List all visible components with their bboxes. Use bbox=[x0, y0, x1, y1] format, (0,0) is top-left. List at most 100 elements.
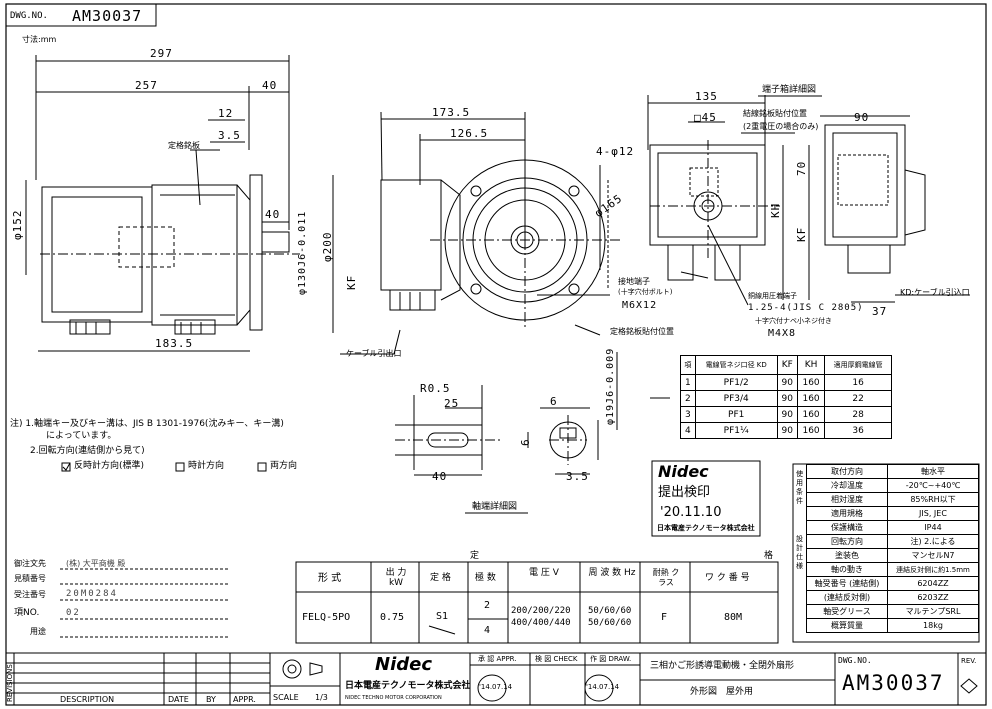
cable-outlet-label: ケーブル引出口 bbox=[346, 349, 402, 358]
tb-appr: APPR. bbox=[233, 695, 256, 704]
tb-title-main: 三相かご形誘導電動機・全閉外扇形 bbox=[650, 661, 795, 671]
order-item-value: 02 bbox=[66, 608, 81, 618]
dim-6b: 6 bbox=[519, 438, 532, 446]
tb-checked: 検 図 CHECK bbox=[535, 655, 578, 663]
spec-h-output: 出 力 kW bbox=[385, 568, 407, 588]
ground-terminal-label: 接地端子 bbox=[618, 277, 650, 286]
dwg-number-top: AM30037 bbox=[72, 7, 143, 25]
kd-cell: 28 bbox=[824, 406, 892, 423]
spec-rating-header: 定 格 bbox=[470, 551, 814, 561]
kd-cell: 3 bbox=[680, 406, 696, 423]
kd-cell: 160 bbox=[796, 422, 826, 439]
dim-152: φ152 bbox=[11, 209, 24, 241]
kd-cell: 2 bbox=[680, 390, 696, 407]
order-item-label: 項NO. bbox=[14, 608, 40, 618]
wiring-plate-pos-label: 結線銘板貼付位置 bbox=[743, 109, 807, 118]
kd-h2: KF bbox=[776, 355, 798, 375]
spec-model: FELQ-5PO bbox=[302, 612, 351, 623]
crimp-terminal-label: 銅線用圧着端子 bbox=[748, 292, 797, 300]
spec-output: 0.75 bbox=[380, 612, 405, 623]
spec-h-insulation: 耐熱 クラス bbox=[652, 568, 680, 587]
dim-257: 257 bbox=[135, 79, 158, 92]
cond-val: 連結反対側に約1.5mm bbox=[887, 562, 979, 577]
cond-key: 軸受番号 (連結側) bbox=[806, 576, 888, 591]
tb-dwg-number: AM30037 bbox=[842, 671, 945, 695]
spec-h-rating: 定 格 bbox=[430, 573, 451, 583]
order-customer-label: 御注文先 bbox=[14, 559, 46, 568]
kd-note: KD:ケーブル引込口 bbox=[900, 288, 970, 297]
tb-scale-label: SCALE bbox=[273, 693, 299, 702]
dim-4-12: 4-φ12 bbox=[596, 145, 635, 158]
dim-45: □45 bbox=[694, 111, 717, 124]
dim-19j6: φ19J6-0.009 bbox=[605, 347, 616, 425]
spec-freq-b: 50/60/60 bbox=[588, 618, 632, 628]
unit-note: 寸法:mm bbox=[22, 35, 57, 44]
spec-volt-a: 200/200/220 bbox=[511, 606, 571, 616]
dim-200: φ200 bbox=[321, 231, 334, 263]
kd-cell: 4 bbox=[680, 422, 696, 439]
dim-3-5b: 3.5 bbox=[566, 470, 589, 483]
cond-val: 18kg bbox=[887, 618, 979, 633]
tb-by: BY bbox=[206, 695, 216, 704]
dim-297: 297 bbox=[150, 47, 173, 60]
terminal-box-view bbox=[647, 95, 970, 306]
note-1b: によっています。 bbox=[46, 431, 117, 441]
rotation-opt-both: 両方向 bbox=[270, 461, 298, 471]
tb-drawn: 作 図 DRAW. bbox=[590, 655, 632, 663]
cond-key: 相対湿度 bbox=[806, 492, 888, 507]
dim-135: 135 bbox=[695, 90, 718, 103]
rating-plate-label: 定格銘板 bbox=[168, 141, 200, 150]
order-number-value: 20M0284 bbox=[66, 589, 118, 599]
shaft-end-view bbox=[395, 352, 670, 476]
tb-approved-date: '14.07.14 bbox=[479, 683, 513, 691]
tb-title-sub: 外形図 屋外用 bbox=[690, 687, 754, 697]
stamp-brand: Nidec bbox=[658, 462, 709, 481]
jis-c2805-label: 1.25-4(JIS C 2805) bbox=[748, 303, 864, 313]
spec-h-voltage: 電 圧 V bbox=[529, 568, 559, 578]
order-customer-value: (株) 大平商機 殿 bbox=[66, 559, 126, 568]
kd-cell: 90 bbox=[776, 422, 798, 439]
tb-brand-logo: Nidec bbox=[375, 654, 432, 675]
cond-val: 6203ZZ bbox=[887, 590, 979, 605]
kd-cell: 16 bbox=[824, 374, 892, 391]
dim-37: 37 bbox=[872, 305, 888, 318]
tb-dwg-label: DWG.NO. bbox=[838, 656, 872, 665]
cond-key: 保護構造 bbox=[806, 520, 888, 535]
tb-scale: 1/3 bbox=[315, 693, 328, 702]
dim-173-5: 173.5 bbox=[432, 106, 471, 119]
tb-description: DESCRIPTION bbox=[60, 695, 115, 704]
tb-revisions: REVISIONS bbox=[6, 664, 14, 702]
spec-insulation: F bbox=[661, 612, 668, 623]
spec-volt-b: 400/400/440 bbox=[511, 618, 571, 628]
note-1a: 注) 1.軸端キー及びキー溝は、JIS B 1301-1976(沈みキー、キー溝… bbox=[10, 419, 284, 429]
side-view bbox=[25, 55, 334, 352]
table-row: 冷却温度-20℃~+40℃ bbox=[806, 478, 979, 493]
kd-cell: PF1¼ bbox=[694, 422, 778, 439]
kd-cell: 160 bbox=[796, 390, 826, 407]
cond-key: 概算質量 bbox=[806, 618, 888, 633]
cond-key: 塗装色 bbox=[806, 548, 888, 563]
spec-h-poles: 極 数 bbox=[475, 573, 496, 583]
dim-kf-left: KF bbox=[345, 274, 358, 290]
dim-kf-right: KF bbox=[795, 226, 808, 242]
dim-40b: 40 bbox=[265, 208, 281, 221]
dim-r0-5: R0.5 bbox=[420, 382, 451, 395]
shaft-end-detail-title: 軸端詳細図 bbox=[472, 502, 518, 512]
dim-3-5a: 3.5 bbox=[218, 129, 241, 142]
stamp-line1: 提出検印 bbox=[658, 485, 711, 500]
dim-6a: 6 bbox=[550, 395, 558, 408]
cond-group-design: 設計仕様 bbox=[796, 535, 803, 570]
kd-h1: 電線管ネジ口径 KD bbox=[694, 355, 778, 375]
order-quote-label: 見積番号 bbox=[14, 574, 46, 583]
tb-company: 日本電産テクノモータ株式会社 bbox=[345, 681, 471, 691]
kd-h0: 項 bbox=[680, 355, 696, 375]
rotation-opt-cw: 時計方向 bbox=[188, 461, 225, 471]
spec-poles-b: 4 bbox=[484, 625, 491, 636]
